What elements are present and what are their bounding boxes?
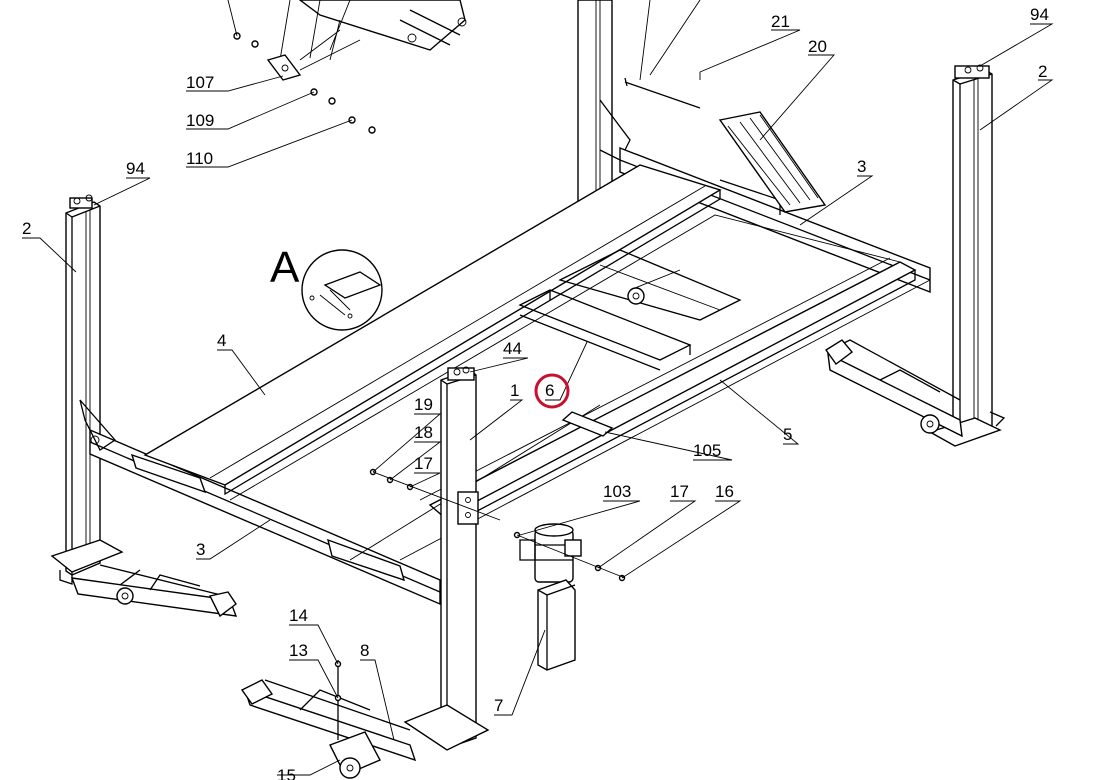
left-runway — [143, 164, 722, 496]
part-label-17-right: 17 — [670, 482, 689, 501]
part-label-94-left: 94 — [126, 159, 145, 178]
part-label-13: 13 — [289, 641, 308, 660]
highlight-circle-part-6 — [534, 373, 570, 409]
part-label-21: 21 — [771, 12, 790, 31]
part-label-3-left: 3 — [196, 540, 205, 559]
part-label-8: 8 — [360, 641, 369, 660]
approach-ramp — [718, 111, 827, 213]
part-label-1: 1 — [510, 381, 519, 400]
leader-lines — [22, 0, 1054, 776]
left-rear-post — [577, 0, 631, 206]
part-label-94-right: 94 — [1030, 5, 1049, 24]
front-crossbeam — [79, 399, 441, 606]
small-parts — [334, 411, 626, 702]
left-front-post — [50, 194, 124, 585]
detail-view-a — [301, 249, 383, 331]
power-unit — [519, 523, 582, 671]
front-right-foot — [240, 660, 417, 779]
part-label-19: 19 — [414, 395, 433, 414]
detail-label-a: A — [270, 243, 300, 292]
part-label-7: 7 — [494, 696, 503, 715]
part-label-3-right: 3 — [857, 157, 866, 176]
part-label-6: 6 — [545, 381, 554, 400]
cable-part — [624, 72, 701, 109]
part-label-5: 5 — [783, 425, 792, 444]
part-label-103: 103 — [603, 482, 631, 501]
part-label-105: 105 — [693, 441, 721, 460]
part-label-16: 16 — [715, 482, 734, 501]
part-label-2-right: 2 — [1038, 62, 1047, 81]
part-label-18: 18 — [414, 423, 433, 442]
part-label-20: 20 — [808, 37, 827, 56]
part-label-107: 107 — [186, 73, 214, 92]
part-label-14: 14 — [289, 606, 308, 625]
part-label-109: 109 — [186, 111, 214, 130]
right-front-post — [403, 366, 490, 751]
top-left-exploded-parts — [227, 0, 467, 134]
part-label-4: 4 — [217, 331, 226, 350]
part-label-17-left: 17 — [414, 454, 433, 473]
left-front-foot — [70, 564, 238, 618]
part-label-44: 44 — [503, 339, 522, 358]
part-label-2-left: 2 — [22, 219, 31, 238]
part-label-110: 110 — [186, 149, 213, 168]
part-label-15: 15 — [277, 766, 296, 780]
right-rear-foot — [824, 339, 1006, 438]
